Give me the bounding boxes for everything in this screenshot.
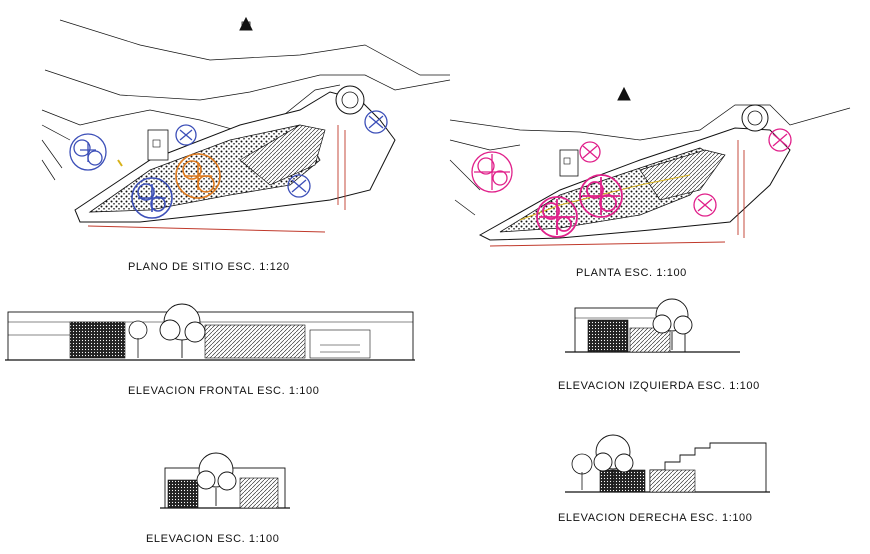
tree-icon — [364, 110, 388, 134]
left-elevation-caption: ELEVACION IZQUIERDA ESC. 1:100 — [558, 380, 760, 392]
site-plan-drawing — [41, 19, 451, 233]
tree-icon — [579, 141, 601, 163]
tree-icon — [175, 153, 221, 199]
tree-icon — [579, 174, 623, 218]
tree-icon — [571, 453, 593, 490]
tree-icon — [471, 151, 513, 193]
tree-icon — [287, 174, 311, 198]
tree-icon — [693, 193, 717, 217]
rear-elevation-drawing — [160, 452, 290, 509]
tree-icon — [593, 434, 634, 490]
tree-icon — [768, 128, 792, 152]
tree-icon — [69, 133, 107, 171]
front-elevation-drawing — [5, 303, 415, 361]
tree-icon — [175, 124, 197, 146]
tree-icon — [652, 298, 693, 350]
floor-plan-caption: PLANTA ESC. 1:100 — [576, 267, 687, 279]
tree-icon — [128, 320, 148, 358]
site-plan-caption: PLANO DE SITIO ESC. 1:120 — [128, 261, 290, 273]
floor-plan-drawing — [449, 104, 851, 247]
left-elevation-drawing — [565, 298, 740, 353]
tree-icon — [159, 303, 206, 358]
tree-icon — [131, 177, 173, 219]
tree-icon — [536, 196, 578, 238]
right-elevation-caption: ELEVACION DERECHA ESC. 1:100 — [558, 512, 753, 524]
north-arrow-icon — [239, 16, 253, 31]
north-arrow-icon — [617, 86, 631, 101]
rear-elevation-caption: ELEVACION ESC. 1:100 — [146, 533, 279, 545]
front-elevation-caption: ELEVACION FRONTAL ESC. 1:100 — [128, 385, 319, 397]
right-elevation-drawing — [565, 434, 770, 493]
tree-icon — [196, 452, 237, 506]
